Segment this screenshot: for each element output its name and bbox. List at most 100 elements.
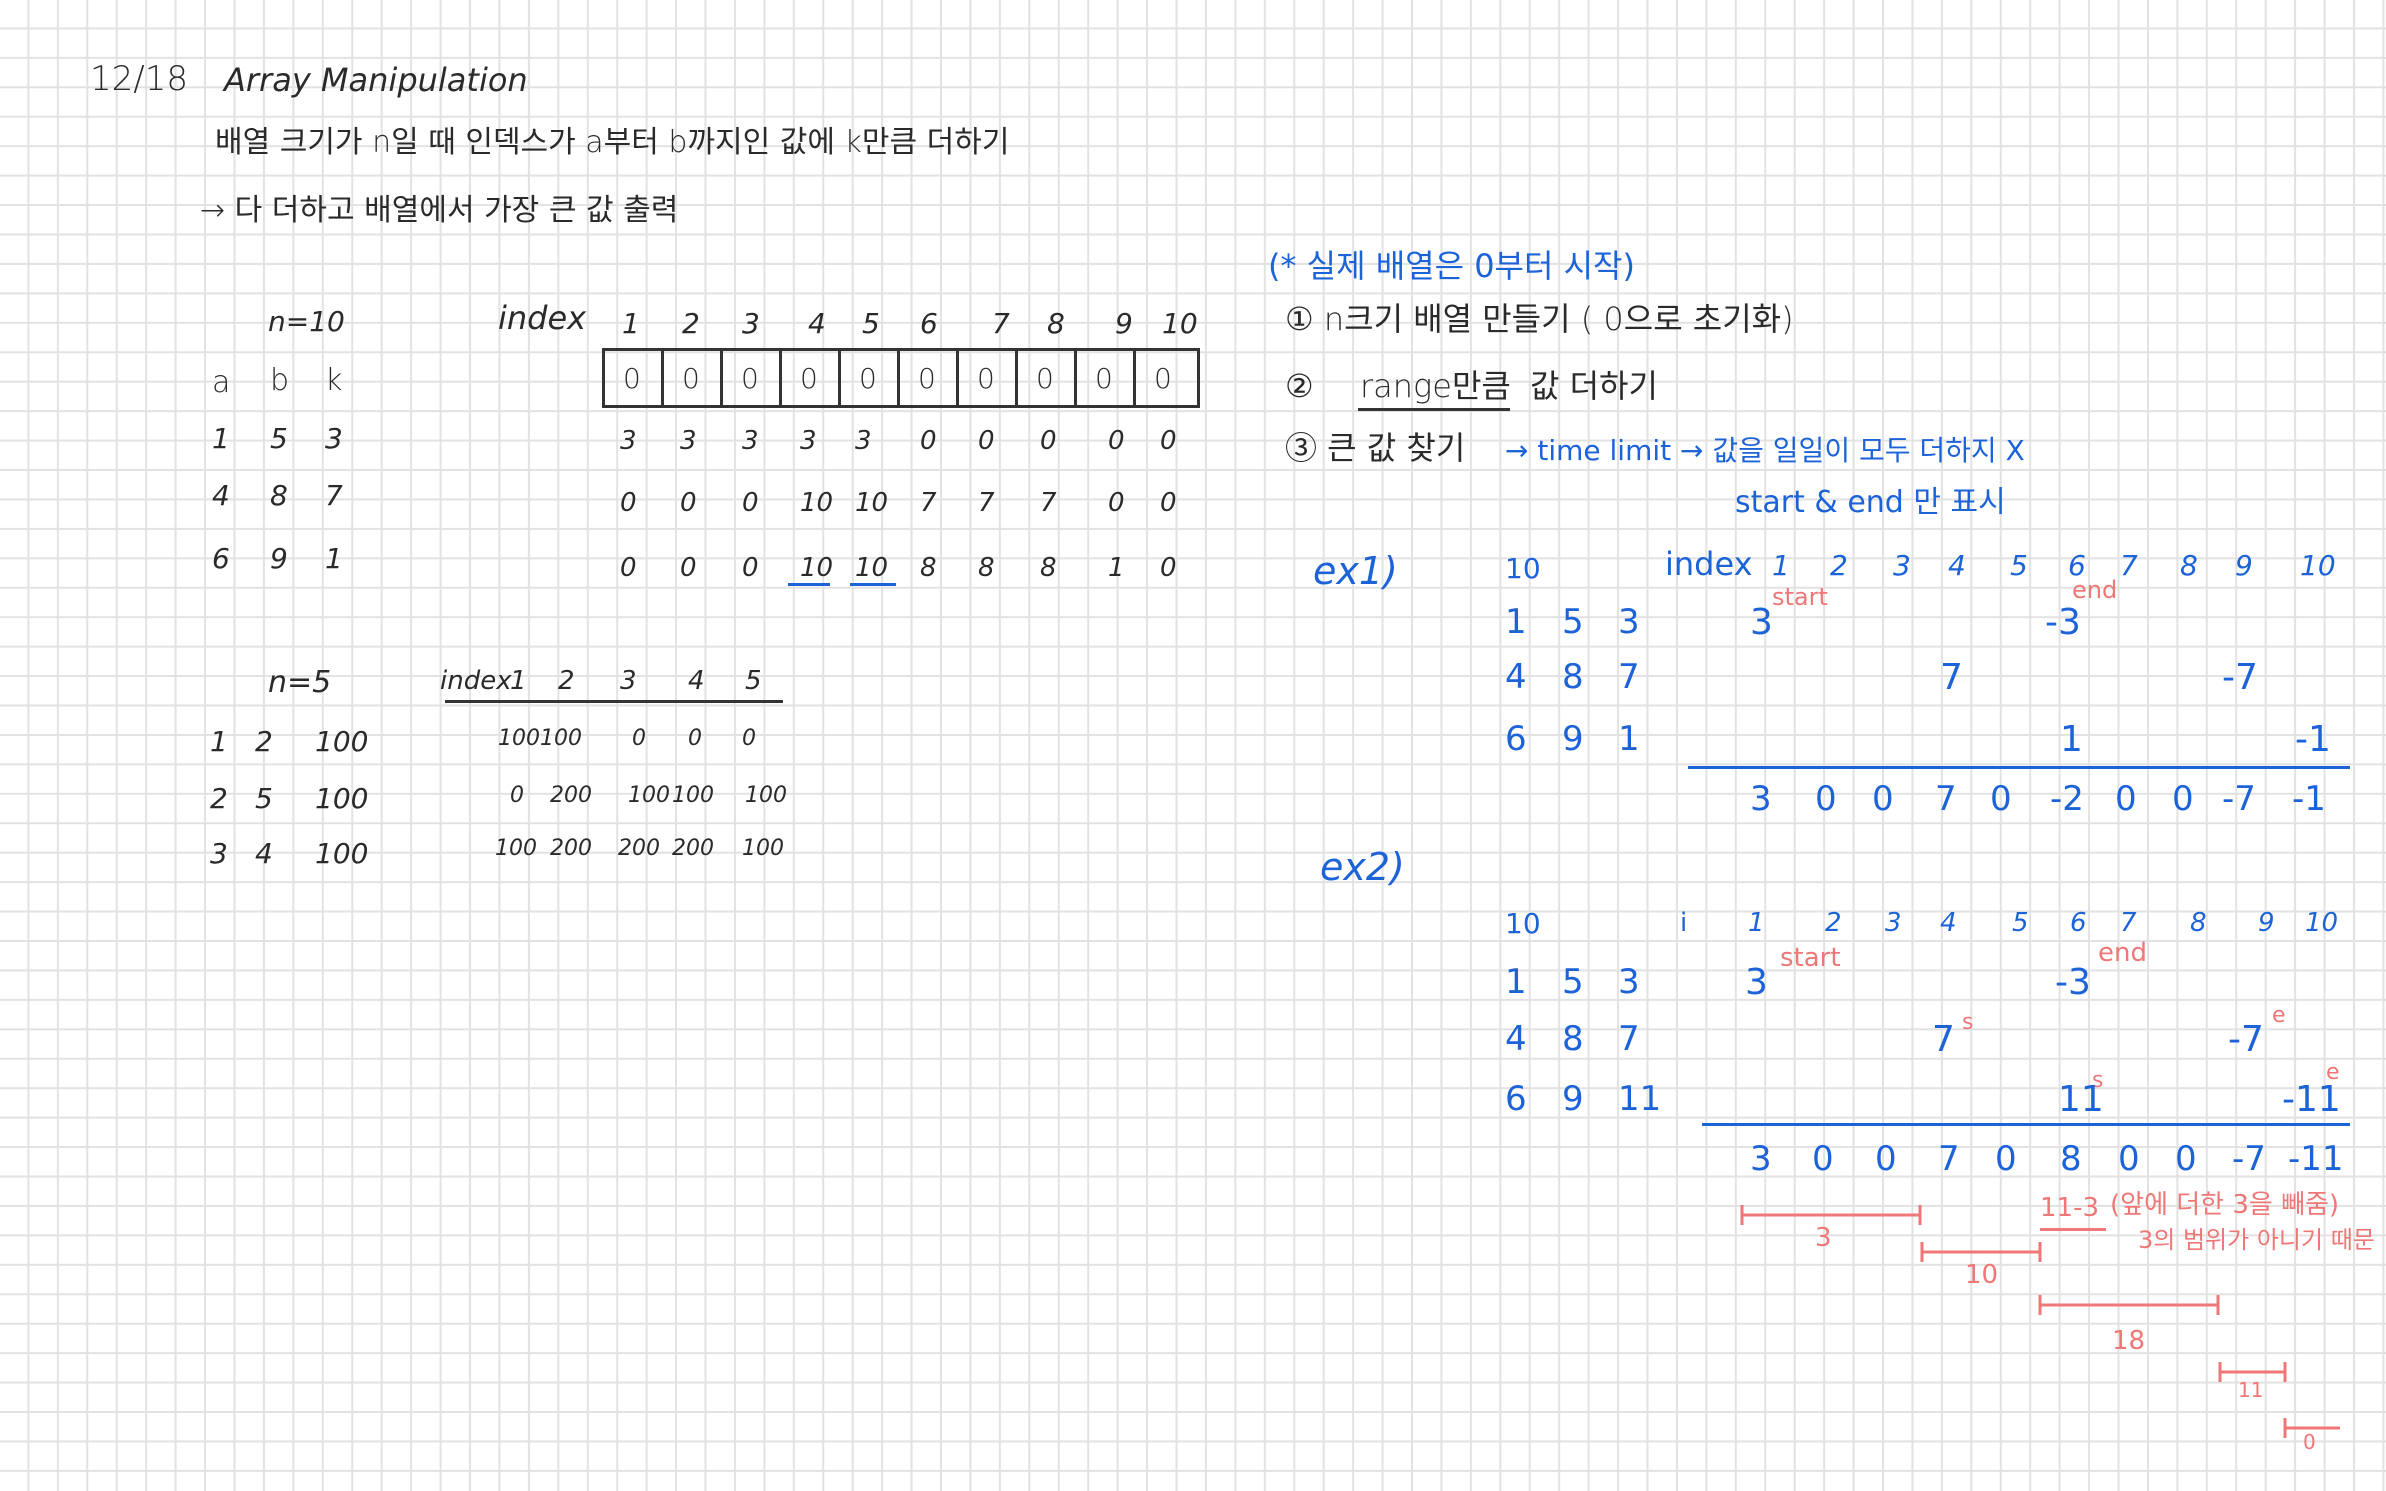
cell-value: 0 <box>1160 426 1177 456</box>
cell-value: 3 <box>742 426 759 456</box>
start-end-note: start & end 만 표시 <box>1735 485 2006 520</box>
cell-value: 200 <box>550 783 592 808</box>
query-value: 4 <box>1505 1019 1527 1059</box>
index-number: 3 <box>742 307 760 340</box>
query-value: 7 <box>1618 1019 1640 1059</box>
result-value: 0 <box>2172 779 2194 819</box>
index-number: 8 <box>2180 549 2198 582</box>
array-cell: 0 <box>859 362 877 395</box>
query-value: 6 <box>1505 719 1527 759</box>
index-number: 6 <box>2070 908 2087 938</box>
index-number: 2 <box>558 666 575 696</box>
result-value: -11 <box>2288 1139 2344 1179</box>
ex2-e-label-2: e <box>2326 1060 2340 1085</box>
mark-value: -1 <box>2295 719 2331 760</box>
cell-value: 100 <box>672 783 714 808</box>
index-number: 10 <box>2305 908 2339 938</box>
index-number: 10 <box>2300 549 2336 582</box>
cell-value: 0 <box>1108 426 1125 456</box>
step-2-rest: 값 더하기 <box>1530 367 1658 405</box>
cell-value: 1 <box>1108 553 1125 583</box>
range-label-0: 0 <box>2303 1430 2316 1454</box>
index-number: 1 <box>510 666 527 696</box>
query-value: 5 <box>270 422 288 455</box>
query-value: 6 <box>212 542 230 575</box>
ex1-label: ex1) <box>1313 549 1398 593</box>
query-value: 7 <box>325 479 343 512</box>
cell-value: 8 <box>978 553 995 583</box>
cell-value: 0 <box>632 726 646 751</box>
cell-value: 10 <box>855 488 889 518</box>
cell-value: 8 <box>920 553 937 583</box>
index-number: 5 <box>2010 549 2028 582</box>
array-cell: 0 <box>741 362 759 395</box>
query-value: 1 <box>210 725 228 758</box>
array-cell: 0 <box>1036 362 1054 395</box>
ex1-index-label-blue: index <box>1665 545 1753 583</box>
cell-value: 100 <box>742 836 784 861</box>
mark-value: -3 <box>2045 602 2081 643</box>
query-value: 1 <box>325 542 343 575</box>
note-title: Array Manipulation <box>224 61 528 99</box>
query-value: 3 <box>1618 962 1640 1002</box>
ex2-sum-line <box>1702 1123 2350 1126</box>
ex2-note-2: 3의 범위가 아니기 때문 <box>2138 1226 2375 1254</box>
query-value: 8 <box>1562 657 1584 697</box>
cell-value: 100 <box>495 836 537 861</box>
cell-value: 3 <box>800 426 817 456</box>
result-value: -7 <box>2232 1139 2266 1179</box>
underline-10b <box>850 583 896 586</box>
cell-value: 0 <box>620 553 637 583</box>
mark-value: 3 <box>1750 602 1773 643</box>
query-value: 9 <box>270 542 288 575</box>
cell-value: 100 <box>498 726 540 751</box>
step-1: ① n크기 배열 만들기 ( 0으로 초기화) <box>1285 300 1794 338</box>
query-value: 3 <box>210 837 228 870</box>
step-2-number: ② <box>1285 367 1314 405</box>
index-number: 7 <box>2120 549 2138 582</box>
index-number: 3 <box>620 666 637 696</box>
result-value: 0 <box>1995 1139 2017 1179</box>
cell-value: 0 <box>688 726 702 751</box>
cell-value: 0 <box>742 726 756 751</box>
ex2-note-1: (앞에 더한 3을 빼줌) <box>2110 1190 2340 1220</box>
ex1-start-label: start <box>1772 583 1828 611</box>
cell-value: 0 <box>680 488 697 518</box>
cell-value: 0 <box>510 783 524 808</box>
result-value: 0 <box>1875 1139 1897 1179</box>
abk-b: b <box>270 363 290 398</box>
mark-value: -7 <box>2222 657 2258 698</box>
cell-value: 0 <box>1108 488 1125 518</box>
cell-value: 3 <box>855 426 872 456</box>
range-label-11: 11 <box>2238 1378 2264 1402</box>
calc-underline <box>2040 1228 2106 1231</box>
array-cell-divider <box>720 351 723 405</box>
query-value: 5 <box>1562 962 1584 1002</box>
index-number: 4 <box>688 666 705 696</box>
result-value: -7 <box>2222 779 2256 819</box>
cell-value: 0 <box>742 488 759 518</box>
query-value: 1 <box>1505 602 1527 642</box>
cell-value: 8 <box>1040 553 1057 583</box>
index-number: 3 <box>1885 908 1902 938</box>
index-number: 1 <box>1748 908 1765 938</box>
query-value: 1 <box>212 422 230 455</box>
cell-value: 10 <box>800 488 834 518</box>
index-number: 5 <box>745 666 762 696</box>
query-value: 4 <box>255 837 273 870</box>
index-number: 1 <box>622 307 640 340</box>
index-number: 7 <box>2120 908 2137 938</box>
index-number: 9 <box>2258 908 2275 938</box>
index-number: 6 <box>2068 549 2086 582</box>
array-cell-divider <box>661 351 664 405</box>
ex2-start-label: start <box>1780 943 1841 973</box>
cell-value: 100 <box>540 726 582 751</box>
array-cell-divider <box>897 351 900 405</box>
cell-value: 200 <box>672 836 714 861</box>
array-cell: 0 <box>977 362 995 395</box>
mark-value: -3 <box>2055 962 2091 1003</box>
result-value: 0 <box>1872 779 1894 819</box>
ex2-end-label: end <box>2098 938 2147 968</box>
cell-value: 0 <box>920 426 937 456</box>
